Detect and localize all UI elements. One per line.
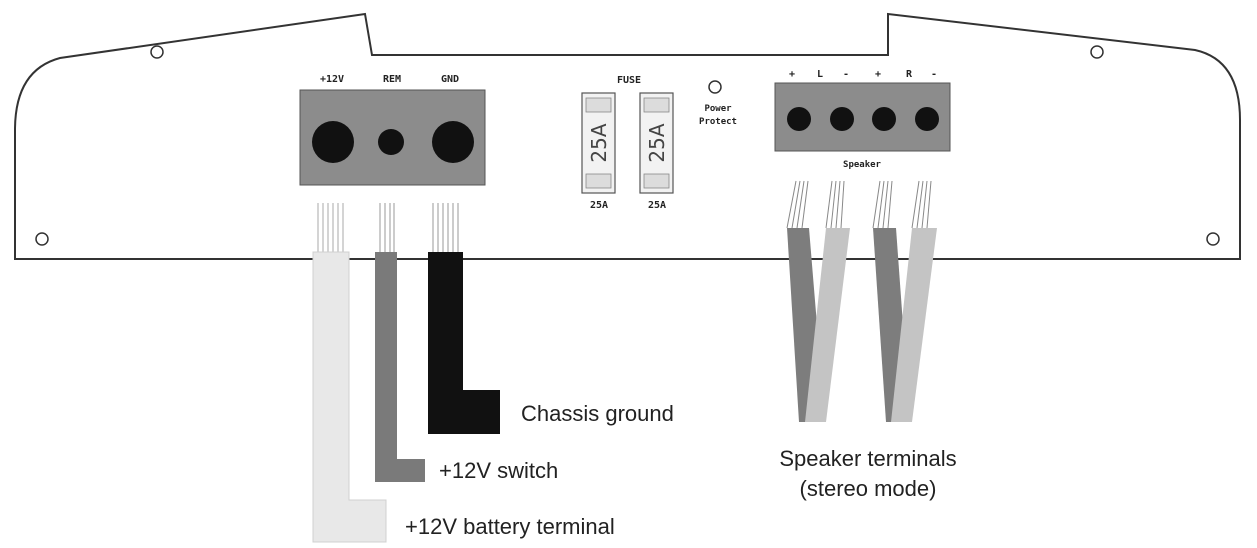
mounting-hole-bottom-left: [35, 232, 49, 246]
power-protect-label-line1: Power: [704, 104, 732, 114]
terminal-rem: [378, 129, 404, 155]
fuse-1-rating: 25A: [590, 200, 608, 211]
speaker-terminal-r-minus: [915, 107, 939, 131]
fuse-2-value: 25A: [645, 123, 669, 162]
label-gnd: GND: [441, 74, 459, 85]
label-12v: +12V: [320, 74, 344, 85]
fuse-title: FUSE: [617, 75, 641, 86]
mounting-hole-bottom-right: [1206, 232, 1220, 246]
fuse-2: 25A: [639, 92, 674, 194]
switch-wire: [375, 203, 425, 482]
terminal-gnd: [432, 121, 474, 163]
speaker-wire-l-minus: [805, 228, 850, 422]
callout-chassis-ground: Chassis ground: [521, 401, 674, 426]
callout-12v-switch: +12V switch: [439, 458, 558, 483]
label-speaker-l: L: [817, 69, 823, 80]
amplifier-panel: [14, 12, 1241, 260]
mounting-hole-top-left: [150, 45, 164, 59]
power-protect-led: [708, 80, 722, 94]
mounting-hole-top-right: [1090, 45, 1104, 59]
label-speaker-plus-l: +: [789, 69, 795, 80]
label-speaker-minus-l: -: [843, 69, 849, 80]
speaker-caption: Speaker: [843, 160, 882, 170]
callout-speaker-line1: Speaker terminals: [779, 446, 956, 471]
label-speaker-plus-r: +: [875, 69, 881, 80]
callout-12v-battery: +12V battery terminal: [405, 514, 615, 539]
callout-speaker-line2: (stereo mode): [800, 476, 937, 501]
speaker-terminal-l-plus: [787, 107, 811, 131]
speaker-wires: [786, 180, 937, 422]
speaker-wire-r-minus: [891, 228, 937, 422]
ground-wire: [428, 203, 500, 434]
fuse-1: 25A: [581, 92, 616, 194]
label-rem: REM: [383, 74, 401, 85]
label-speaker-minus-r: -: [931, 69, 937, 80]
battery-wire: [312, 203, 387, 543]
fuse-2-rating: 25A: [648, 200, 666, 211]
terminal-12v: [312, 121, 354, 163]
label-speaker-r: R: [906, 69, 913, 80]
fuse-1-value: 25A: [587, 123, 611, 162]
speaker-terminal-l-minus: [830, 107, 854, 131]
power-protect-label-line2: Protect: [699, 117, 737, 127]
speaker-terminal-r-plus: [872, 107, 896, 131]
